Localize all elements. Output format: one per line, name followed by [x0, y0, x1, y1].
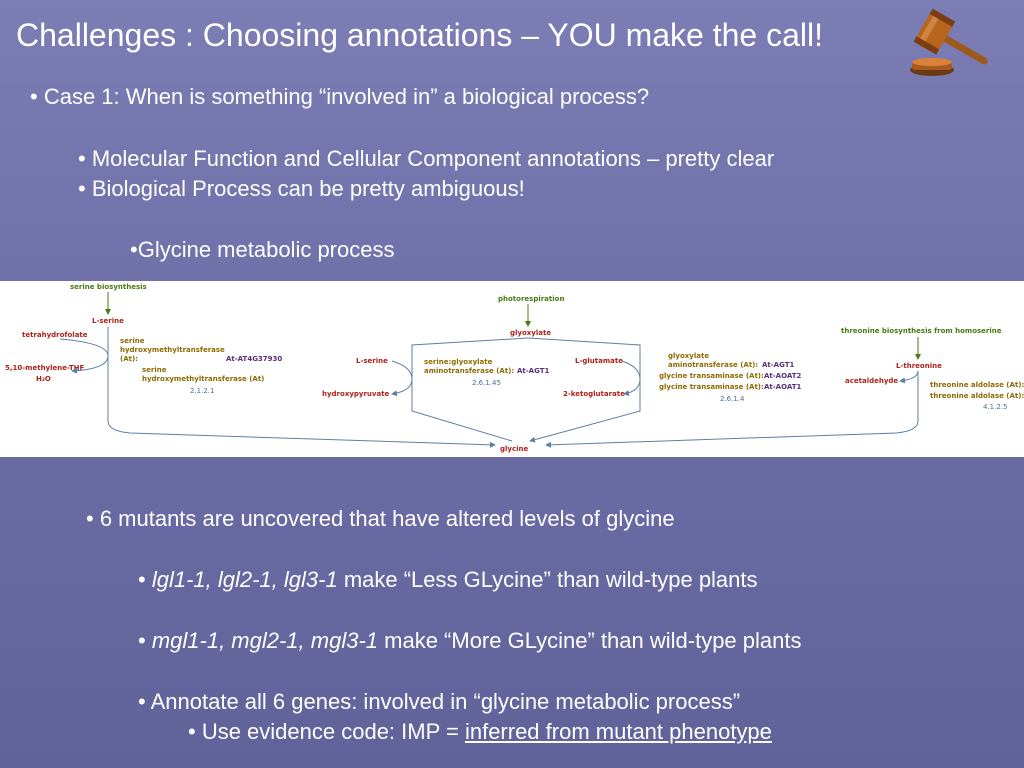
shmt2-label-2: hydroxymethyltransferase (At)	[142, 375, 264, 383]
mgl-mutants-bullet: • mgl1-1, mgl2-1, mgl3-1 make “More GLyc…	[138, 628, 801, 654]
shmt-label-2: hydroxymethyltransferase	[120, 346, 225, 354]
evidence-code-bullet: • Use evidence code: IMP = inferred from…	[188, 719, 772, 745]
case-1-heading: • Case 1: When is something “involved in…	[30, 84, 650, 109]
bullet-bp: • Biological Process can be pretty ambig…	[78, 176, 525, 201]
serine-biosynthesis-label: serine biosynthesis	[70, 283, 147, 291]
shmt-label-1: serine	[120, 337, 145, 345]
ec-2-6-1-4: 2.6.1.4	[720, 395, 745, 403]
mgl-bullet-mark: •	[138, 628, 152, 653]
photorespiration-label: photorespiration	[498, 295, 564, 303]
mgl-gene-names: mgl1-1, mgl2-1, mgl3-1	[151, 628, 379, 653]
ec-2-6-1-45: 2.6.1.45	[472, 379, 501, 387]
lgl-bullet-mark: •	[138, 567, 152, 592]
l-glutamate-label: L-glutamate	[575, 357, 623, 365]
lgl-description: make “Less GLycine” than wild-type plant…	[337, 567, 758, 592]
gt2-label: glycine transaminase (At):	[659, 383, 764, 391]
l-serine-mid: L-serine	[356, 357, 388, 365]
shmt-label-3: (At):	[120, 355, 138, 363]
gga-gene: At-AGT1	[762, 361, 794, 369]
glycine-product: glycine	[500, 445, 529, 453]
l-threonine-label: L-threonine	[896, 362, 942, 370]
gt2-gene: At-AOAT1	[764, 383, 801, 391]
bullet-mf-cc: • Molecular Function and Cellular Compon…	[78, 146, 775, 171]
sga-label-2: aminotransferase (At):	[424, 367, 514, 375]
gavel-icon	[900, 6, 1004, 80]
evidence-prefix: • Use evidence code: IMP =	[188, 719, 465, 744]
h2o-label: H₂O	[36, 375, 51, 383]
sga-label-1: serine:glyoxylate	[424, 358, 493, 366]
threonine-biosynthesis-label: threonine biosynthesis from homoserine	[841, 327, 1002, 335]
tetrahydrofolate-label: tetrahydrofolate	[22, 331, 88, 339]
ketoglutarate-label: 2-ketoglutarate	[563, 390, 625, 398]
sga-gene: At-AGT1	[517, 367, 549, 375]
ec-4-1-2-5: 4.1.2.5	[983, 403, 1008, 411]
l-serine-left: L-serine	[92, 317, 124, 325]
imp-definition-link[interactable]: inferred from mutant phenotype	[464, 719, 772, 744]
hydroxypyruvate-label: hydroxypyruvate	[322, 390, 390, 398]
gt1-gene: At-AOAT2	[764, 372, 801, 380]
shmt2-label-1: serine	[142, 366, 167, 374]
slide-title: Challenges : Choosing annotations – YOU …	[16, 17, 823, 53]
ec-2-1-2-1: 2.1.2.1	[190, 387, 215, 395]
annotate-bullet: • Annotate all 6 genes: involved in “gly…	[138, 689, 741, 714]
ta2-label: threonine aldolase (At):	[930, 392, 1024, 400]
lgl-gene-names: lgl1-1, lgl2-1, lgl3-1	[151, 567, 338, 592]
glycine-process-bullet: •Glycine metabolic process	[130, 237, 395, 262]
gga-label-1: glyoxylate	[668, 352, 709, 360]
ta1-label: threonine aldolase (At):	[930, 381, 1024, 389]
mgl-description: make “More GLycine” than wild-type plant…	[378, 628, 802, 653]
glycine-pathway-diagram: serine biosynthesis L-serine tetrahydrof…	[0, 281, 1024, 457]
shmt-gene: At-AT4G37930	[226, 355, 282, 363]
glyoxylate-top: glyoxylate	[510, 329, 551, 337]
acetaldehyde-label: acetaldehyde	[845, 377, 898, 385]
methylene-thf-label: 5,10-methylene-THF	[5, 364, 84, 372]
mutants-intro-bullet: • 6 mutants are uncovered that have alte…	[86, 506, 675, 531]
gga-label-2: aminotransferase (At):	[668, 361, 758, 369]
gt1-label: glycine transaminase (At):	[659, 372, 764, 380]
lgl-mutants-bullet: • lgl1-1, lgl2-1, lgl3-1 make “Less GLyc…	[138, 567, 758, 593]
